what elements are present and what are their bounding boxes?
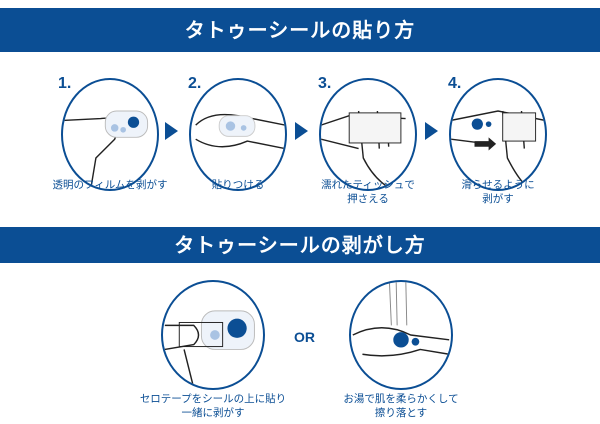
step2-illustration xyxy=(189,78,287,191)
step-number: 4. xyxy=(448,75,462,92)
step3-caption: 濡れたティッシュで押さえる xyxy=(321,179,415,205)
apply-section-header: タトゥーシールの貼り方 xyxy=(0,8,600,52)
step-number: 2. xyxy=(188,75,202,92)
or-separator: OR xyxy=(294,329,315,345)
step-number: 3. xyxy=(318,75,332,92)
arrow-right-icon xyxy=(165,122,178,140)
tape-method-caption: セロテープをシールの上に貼り一緒に剥がす xyxy=(139,393,287,419)
step-number: 1. xyxy=(58,75,72,92)
tape-method-illustration xyxy=(161,280,265,390)
step1-illustration xyxy=(61,78,159,191)
step3-illustration xyxy=(319,78,417,191)
step4-illustration xyxy=(449,78,547,191)
apply-title: タトゥーシールの貼り方 xyxy=(184,18,416,42)
hot-water-method-illustration xyxy=(349,280,453,390)
arrow-right-icon xyxy=(425,122,438,140)
step4-caption: 滑らせるように剥がす xyxy=(461,179,535,205)
hot-water-method-caption: お湯で肌を柔らかくして擦り落とす xyxy=(343,393,459,419)
step2-caption: 貼りつける xyxy=(211,179,265,191)
remove-title: タトゥーシールの剥がし方 xyxy=(174,233,426,257)
arrow-right-icon xyxy=(295,122,308,140)
remove-section-header: タトゥーシールの剥がし方 xyxy=(0,227,600,263)
step1-caption: 透明のフィルムを剥がす xyxy=(52,179,168,191)
